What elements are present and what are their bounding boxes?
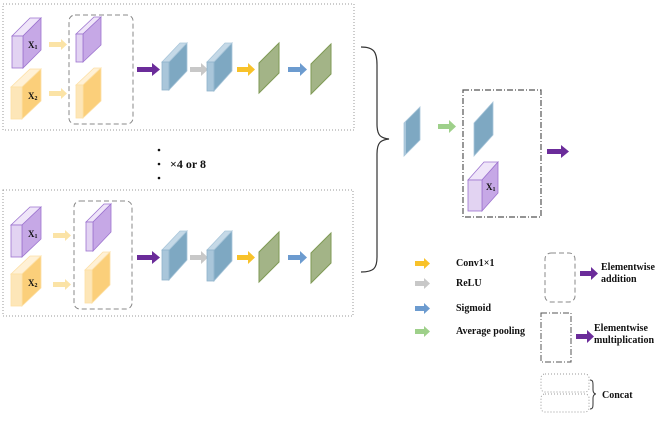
arrow-gray [190,63,208,76]
legend-label-concat: Concat [602,390,633,401]
arrow-purple [137,251,160,264]
feature-purple-thin [74,16,103,63]
feature-blue [161,229,188,282]
arrow-sigmoid [288,251,307,264]
multiplication-box-icon [540,312,572,363]
elementwise-addition-box [68,14,134,125]
input-x1-cube: X1 [11,17,42,69]
arrow-output-purple [547,145,569,158]
branch-bottom-container [2,189,354,317]
feature-green [258,41,280,95]
concat-box-icon-2 [540,393,590,413]
legend-label-multiplication-2: multiplication [594,335,654,346]
concat-brace [360,46,390,273]
legend-label-addition-2: addition [601,274,637,285]
feature-orange-thin [74,67,103,119]
legend-item-relu: ReLU [415,278,482,289]
legend-label-conv: Conv1×1 [456,258,494,269]
x1-label: X1 [28,229,38,240]
legend-label-sigmoid: Sigmoid [456,303,491,314]
feature-blue-plane [403,106,421,157]
input-x2-cube: X2 [9,255,43,307]
x1-label: X1 [28,40,38,51]
arrow-conv [237,251,255,264]
repeat-label: ×4 or 8 [170,157,206,171]
legend-item-multiplication: Elementwise multiplication [540,312,654,363]
arrow-avgpool [438,120,456,133]
arrow-light-orange [49,88,67,99]
repeat-indicator: ×4 or 8 [157,148,206,180]
input-x1-cube: X1 [9,206,43,258]
x2-label: X2 [28,278,38,289]
concat-brace-icon [589,379,597,410]
input-x2-cube: X2 [9,68,43,120]
legend-item-avgpool: Average pooling [415,326,525,337]
legend-label-relu: ReLU [456,278,482,289]
arrow-conv-icon [415,261,425,266]
legend-item-conv: Conv1×1 [415,258,494,269]
legend-item-addition: Elementwise addition [544,252,655,303]
arrow-relu-icon [415,281,425,286]
legend-item-concat: Concat [540,373,633,413]
branch-top-container [2,3,355,131]
x2-label: X2 [28,91,38,102]
feature-orange-thin [84,251,111,304]
feature-green [310,42,332,96]
legend-label-addition-1: Elementwise [601,262,655,273]
input-x1-cube: X1 [467,160,499,213]
feature-green [258,230,280,284]
branch-top: X1 X2 [2,3,355,131]
feature-purple-thin [85,203,112,253]
arrow-gray [190,251,208,264]
legend-label-avgpool: Average pooling [456,326,525,337]
feature-blue [206,229,233,283]
addition-box-icon [544,252,576,303]
feature-blue [206,41,233,93]
elementwise-multiplication-box [462,89,542,218]
arrow-sigmoid-icon [415,306,425,311]
arrow-conv [237,63,255,76]
arrow-sigmoid [288,63,307,76]
legend-item-sigmoid: Sigmoid [415,303,491,314]
arrow-light-orange [53,230,71,241]
feature-blue-plane [473,100,494,158]
arrow-light-orange [49,39,67,50]
fusion-x1-label: X1 [486,182,496,193]
legend: Conv1×1 ReLU Sigmoid Average pooling Ele… [415,252,655,413]
feature-blue [161,41,188,92]
concat-box-icon-1 [540,373,590,393]
arrow-avgpool-icon [415,329,425,334]
legend-label-multiplication-1: Elementwise [594,323,648,334]
arrow-light-orange [53,279,71,290]
arrow-purple [137,63,160,76]
branch-bottom: X1 X2 [2,189,354,317]
feature-green [310,231,332,285]
fusion-block: X1 [403,89,569,218]
